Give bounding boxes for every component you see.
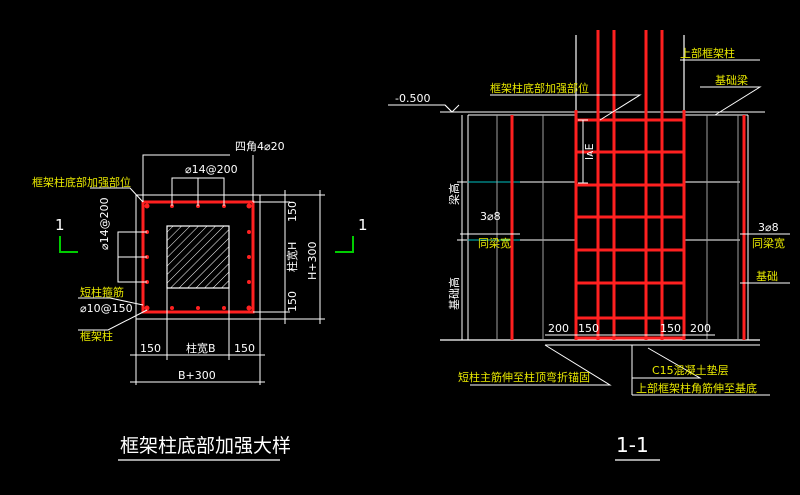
dim-150-right: 150 [234, 342, 255, 355]
dim-total-width: B+300 [178, 369, 216, 382]
corner-bars-label: 四角4⌀20 [235, 140, 285, 153]
stirrup-right-note: 同梁宽 [752, 236, 785, 250]
detail-plan [59, 154, 354, 461]
beam-height-label: 梁高 [447, 183, 461, 205]
stirrup-spec: ⌀10@150 [80, 302, 133, 315]
dim-150-bottom: 150 [286, 291, 299, 312]
dim-total-height: H+300 [306, 242, 319, 280]
section-dim-200-right: 200 [690, 322, 711, 335]
section-dim-150-right: 150 [660, 322, 681, 335]
gray-lines [496, 115, 739, 340]
elevation-marker [388, 104, 460, 113]
zone-label: 框架柱底部加强部位 [32, 175, 131, 189]
section-title: 1-1 [616, 433, 649, 457]
elevation-label: -0.500 [395, 92, 430, 105]
dim-150-top: 150 [286, 201, 299, 222]
upper-column-label: 上部框架柱 [680, 46, 735, 60]
column-label: 框架柱 [80, 329, 113, 343]
note-short-column-bars: 短柱主筋伸至柱顶弯折锚固 [458, 370, 590, 384]
stirrup-left-spec: 3⌀8 [480, 210, 501, 223]
section-rebars [510, 30, 746, 340]
stirrup-label: 短柱箍筋 [80, 285, 124, 299]
foundation-beam-label: 基础梁 [715, 73, 748, 87]
section-marks [59, 236, 354, 253]
side-bars-vertical-label: ⌀14@200 [98, 197, 111, 250]
section-leaders [460, 59, 790, 396]
stirrup-right-spec: 3⌀8 [758, 221, 779, 234]
foundation-height-label: 基础高 [447, 277, 461, 310]
top-leaders [142, 154, 254, 206]
section-zone-label: 框架柱底部加强部位 [490, 81, 589, 95]
note-cushion: C15混凝土垫层 [652, 363, 729, 377]
right-dims [253, 190, 325, 324]
section-mark-right: 1 [358, 216, 368, 234]
upper-column-outline [575, 35, 685, 115]
section-dim-200-left: 200 [548, 322, 569, 335]
anchor-length-label: lᴀE [583, 143, 596, 160]
section-mark-left: 1 [55, 216, 65, 234]
dim-colH: 柱宽H [285, 242, 299, 272]
dim-colB: 柱宽B [186, 341, 216, 355]
bottom-dims [130, 288, 265, 385]
section-view [388, 30, 790, 461]
left-leaders [78, 187, 148, 331]
dim-150-left: 150 [140, 342, 161, 355]
foundation-label: 基础 [756, 270, 778, 283]
left-height-dims [457, 115, 467, 340]
section-dim-150-left: 150 [578, 322, 599, 335]
anchor-dim [578, 119, 588, 184]
side-bars-label: ⌀14@200 [185, 163, 238, 176]
column-core [166, 225, 230, 289]
note-corner-bars: 上部框架柱角筋伸至基底 [636, 381, 757, 395]
foundation-outline [467, 114, 749, 340]
detail-title: 框架柱底部加强大样 [120, 435, 291, 457]
stirrup-left-note: 同梁宽 [478, 236, 511, 250]
